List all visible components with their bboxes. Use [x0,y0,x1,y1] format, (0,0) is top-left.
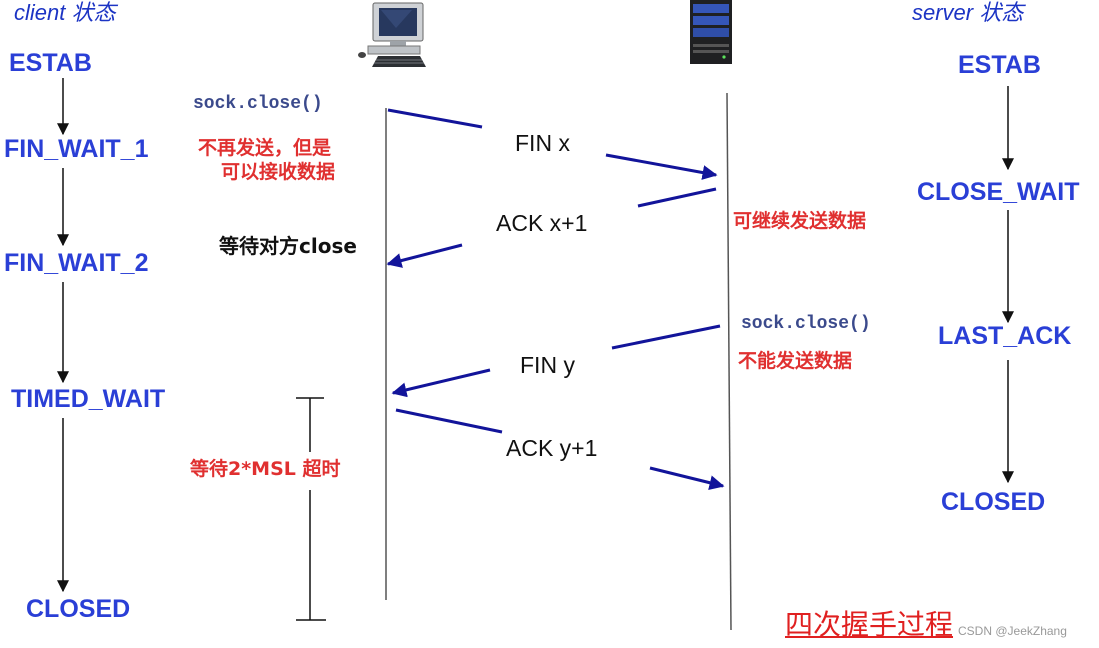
msl-timer-bracket [296,397,326,621]
server-state-last-ack: LAST_ACK [938,322,1072,350]
message-arrow-fin-x [387,108,718,180]
client-state-fin-wait-1: FIN_WAIT_1 [4,135,149,163]
message-arrow-ack-y1 [395,408,725,491]
client-state-timed-wait: TIMED_WAIT [11,385,166,413]
message-label-fin-x: FIN x [515,130,570,156]
server-note-last-ack: 不能发送数据 [738,350,853,372]
desktop-computer-icon [358,2,426,67]
client-note-fin-wait-1-line1: 不再发送，但是 [198,137,332,159]
client-state-estab: ESTAB [9,49,92,77]
server-note-close-wait: 可继续发送数据 [733,210,867,232]
server-sock-close-label: sock.close() [741,314,871,334]
client-header: client 状态 [14,0,116,25]
server-state-closed: CLOSED [941,488,1046,516]
message-label-ack-x1: ACK x+1 [496,210,588,236]
server-state-estab: ESTAB [958,51,1041,79]
client-note-fin-wait-1-line2: 可以接收数据 [221,161,336,183]
message-label-fin-y: FIN y [520,352,575,378]
message-arrow-ack-x1 [386,187,717,268]
client-state-fin-wait-2: FIN_WAIT_2 [4,249,149,277]
message-arrow-fin-y [391,324,721,398]
server-state-close-wait: CLOSE_WAIT [917,178,1080,206]
diagram-title: 四次握手过程 [785,608,954,641]
client-note-timed-wait: 等待2*MSL 超时 [190,458,341,480]
message-label-ack-y1: ACK y+1 [506,435,598,461]
server-timeline [726,92,732,631]
client-state-closed: CLOSED [26,595,131,623]
server-tower-icon [690,0,732,64]
watermark: CSDN @JeekZhang [958,624,1067,638]
client-note-fin-wait-2: 等待对方close [219,234,357,258]
client-sock-close-label: sock.close() [193,94,323,114]
server-header: server 状态 [912,0,1024,25]
